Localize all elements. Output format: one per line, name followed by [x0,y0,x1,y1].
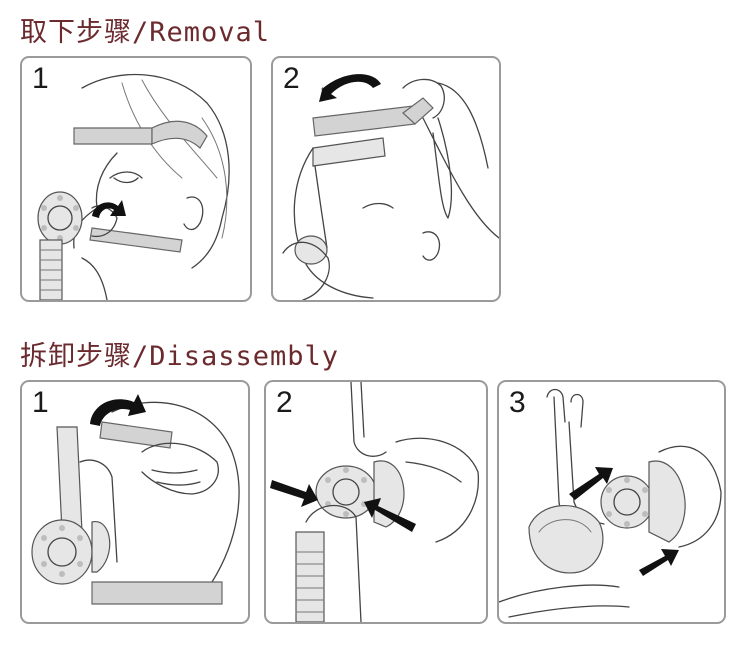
step-number: 1 [32,386,49,419]
step-number: 3 [509,386,526,419]
disassembly-step-2-panel: 2 [264,380,488,624]
removal-step-2-panel: 2 [271,56,501,302]
removal-step-1-panel: 1 [20,56,252,302]
step-number: 2 [283,62,300,95]
removal-heading: 取下步骤/Removal [20,17,271,48]
disassembly-step-1-panel: 1 [20,380,250,624]
step-number: 1 [32,62,49,95]
removal-step-2-illustration [282,74,499,300]
disassembly-step-3-panel: 3 [497,380,726,624]
disassembly-heading: 拆卸步骤/Disassembly [20,341,340,372]
disassembly-step-3-illustration [499,388,722,618]
removal-step-1-illustration [37,73,230,300]
disassembly-step-1-illustration [31,394,240,605]
disassembly-step-2-illustration [270,382,480,622]
step-number: 2 [276,386,293,419]
